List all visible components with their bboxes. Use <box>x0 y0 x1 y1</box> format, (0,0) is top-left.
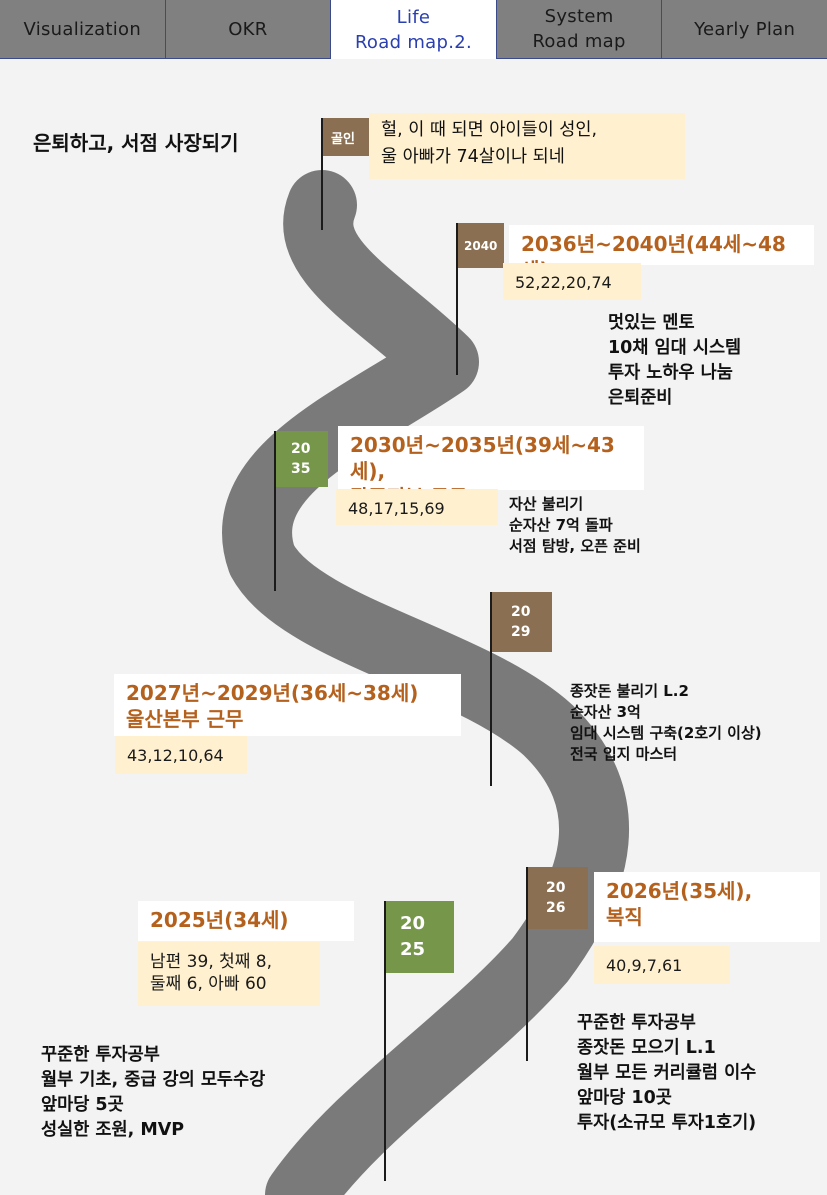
note-line: 서점 탐방, 오픈 준비 <box>509 537 641 555</box>
note-line: 10채 임대 시스템 <box>608 338 742 358</box>
note-line: 투자(소규모 투자1호기) <box>577 1113 757 1133</box>
milestone-2029-ages-text: 43,12,10,64 <box>127 746 224 765</box>
milestone-2029-ages: 43,12,10,64 <box>115 736 247 774</box>
note-line: 앞마당 10곳 <box>577 1088 672 1108</box>
milestone-2029-title-line2: 울산본부 근무 <box>126 707 244 731</box>
goal-flag: 골인 <box>323 118 370 156</box>
milestone-2029-title-line1: 2027년~2029년(36세~38세) <box>126 681 419 705</box>
tab-label: Visualization <box>23 18 142 40</box>
flag-2026: 20 26 <box>528 867 588 929</box>
flag-2025-label-line2: 25 <box>400 939 426 960</box>
milestone-2026-title-line1: 2026년(35세), <box>606 879 753 903</box>
milestone-2025-title-text: 2025년(34세) <box>150 908 289 932</box>
tab-label-line2: Road map.2. <box>354 31 473 53</box>
milestone-2029-title: 2027년~2029년(36세~38세) 울산본부 근무 <box>114 674 461 736</box>
note-line: 은퇴준비 <box>608 388 673 408</box>
milestone-2040-ages: 52,22,20,74 <box>503 263 641 300</box>
milestone-2026-ages: 40,9,7,61 <box>594 946 730 984</box>
tab-label-line1: System <box>544 6 614 27</box>
flag-2035-label-line2: 35 <box>291 461 311 477</box>
goal-title: 은퇴하고, 서점 사장되기 <box>33 131 239 155</box>
milestone-2025-ages-line1: 남편 39, 첫째 8, <box>150 952 273 972</box>
milestone-2035-ages: 48,17,15,69 <box>336 489 498 525</box>
goal-note-line: 울 아빠가 74살이나 되네 <box>381 147 565 167</box>
tab-label: Yearly Plan <box>694 18 796 40</box>
milestone-2026-title-line2: 복직 <box>606 905 643 929</box>
note-line: 꾸준한 투자공부 <box>41 1045 160 1065</box>
tab-label-line1: Life <box>396 6 431 28</box>
note-line: 순자산 7억 돌파 <box>509 516 613 534</box>
milestone-2026-ages-text: 40,9,7,61 <box>606 956 683 975</box>
tab-life-road-map[interactable]: Life Road map.2. <box>330 0 496 59</box>
milestone-2025-ages: 남편 39, 첫째 8, 둘째 6, 아빠 60 <box>138 942 320 1006</box>
milestone-2040-notes: 멋있는 멘토 10채 임대 시스템 투자 노하우 나눔 은퇴준비 <box>608 311 741 411</box>
milestone-2025-title: 2025년(34세) <box>138 901 354 941</box>
goal-note-box: 헐, 이 때 되면 아이들이 성인, 울 아빠가 74살이나 되네 <box>369 113 685 179</box>
flag-2029: 20 29 <box>492 592 552 652</box>
milestone-2026-notes: 꾸준한 투자공부 종잣돈 모으기 L.1 월부 모든 커리큘럼 이수 앞마당 1… <box>577 1011 756 1136</box>
tab-okr[interactable]: OKR <box>164 0 331 59</box>
note-line: 월부 모든 커리큘럼 이수 <box>577 1063 757 1083</box>
milestone-2035-title-line1: 2030년~2035년(39세~43세), <box>350 433 615 483</box>
road-path <box>222 170 629 1195</box>
flag-pole-2026 <box>526 867 528 1061</box>
milestone-2025-notes: 꾸준한 투자공부 월부 기초, 중급 강의 모두수강 앞마당 5곳 성실한 조원… <box>41 1043 265 1143</box>
flag-pole-2035 <box>274 431 276 591</box>
note-line: 월부 기초, 중급 강의 모두수강 <box>41 1070 266 1090</box>
flag-2026-label-line2: 26 <box>546 900 566 916</box>
flag-2026-label-line1: 20 <box>546 880 566 896</box>
milestone-2029-notes: 종잣돈 불리기 L.2 순자산 3억 임대 시스템 구축(2호기 이상) 전국 … <box>570 681 762 765</box>
milestone-2040-ages-text: 52,22,20,74 <box>515 273 612 292</box>
tab-yearly-plan[interactable]: Yearly Plan <box>661 0 827 59</box>
flag-pole-2029 <box>490 592 492 786</box>
flag-2040-label: 2040 <box>464 238 498 253</box>
note-line: 앞마당 5곳 <box>41 1095 124 1115</box>
goal-note-line: 헐, 이 때 되면 아이들이 성인, <box>381 120 598 140</box>
milestone-2035-notes: 자산 불리기 순자산 7억 돌파 서점 탐방, 오픈 준비 <box>509 494 641 557</box>
note-line: 투자 노하우 나눔 <box>608 363 733 383</box>
note-line: 꾸준한 투자공부 <box>577 1013 696 1033</box>
tab-system-road-map[interactable]: System Road map <box>495 0 662 59</box>
milestone-2026-title: 2026년(35세), 복직 <box>594 872 820 942</box>
flag-2040: 2040 <box>458 223 504 268</box>
note-line: 종잣돈 불리기 L.2 <box>570 682 689 700</box>
note-line: 자산 불리기 <box>509 495 584 513</box>
flag-pole-2025 <box>384 901 386 1181</box>
note-line: 임대 시스템 구축(2호기 이상) <box>570 724 762 742</box>
tab-bar: Visualization OKR Life Road map.2. Syste… <box>0 0 827 59</box>
flag-2035-label-line1: 20 <box>291 441 311 457</box>
note-line: 순자산 3억 <box>570 703 641 721</box>
tab-label: OKR <box>228 18 268 40</box>
flag-pole-2040 <box>456 223 458 375</box>
milestone-2035-ages-text: 48,17,15,69 <box>348 499 445 518</box>
note-line: 성실한 조원, MVP <box>41 1120 185 1140</box>
tab-label-line2: Road map <box>532 31 626 52</box>
milestone-2035-title: 2030년~2035년(39세~43세), 광주지부 근무 <box>338 426 644 509</box>
flag-2029-label-line1: 20 <box>511 604 531 620</box>
tab-visualization[interactable]: Visualization <box>0 0 165 59</box>
note-line: 종잣돈 모으기 L.1 <box>577 1038 716 1058</box>
milestone-2025-ages-line2: 둘째 6, 아빠 60 <box>150 974 267 994</box>
flag-2025-label-line1: 20 <box>400 913 426 934</box>
flag-2035: 20 35 <box>276 431 328 487</box>
milestone-2040-title: 2036년~2040년(44세~48세) <box>509 225 814 282</box>
note-line: 멋있는 멘토 <box>608 313 695 333</box>
flag-2029-label-line2: 29 <box>511 624 531 640</box>
flag-2025: 20 25 <box>386 901 454 973</box>
goal-flag-pole <box>321 118 323 230</box>
note-line: 전국 입지 마스터 <box>570 745 678 763</box>
goal-flag-label: 골인 <box>331 131 355 147</box>
